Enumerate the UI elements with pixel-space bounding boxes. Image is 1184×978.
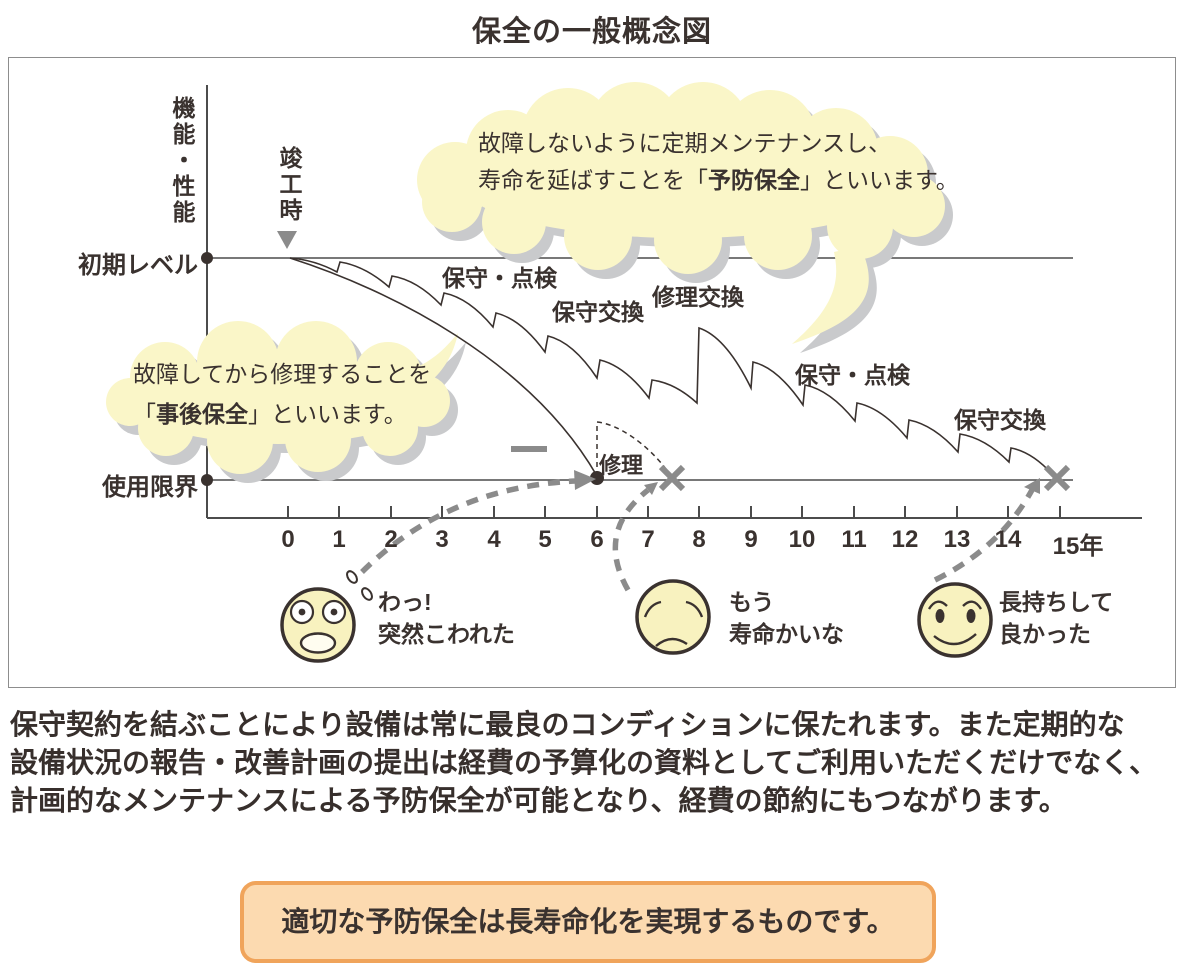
bubble-bold-term: 事後保全 [156,401,248,427]
bubble-bold-term: 予防保全 [708,167,800,193]
bubble-line: 」といいます。 [800,167,959,193]
curve-label-repair-replacement: 修理交換 [652,284,744,310]
usage-limit-label: 使用限界 [102,474,198,501]
repair-label: 修理 [599,453,644,478]
repair-dashed-curve [596,421,670,476]
eye-icon [966,609,976,623]
x-mark-icon [1043,464,1071,492]
guide-arrows [360,478,1035,592]
eyebrow-icon [927,600,983,610]
page-title: 保全の一般概念図 [471,16,712,48]
x-tick-15: 15年 [1052,533,1104,560]
x-tick-9: 9 [744,526,758,553]
bubble-breakdown-text: 故障してから修理することを 「事後保全」といいます。 [133,354,431,434]
caption-surprised: わっ! 突然こわれた [378,586,515,650]
caption-sad: もう 寿命かいな [729,586,844,650]
axis-ticks [287,506,1061,517]
x-tick-6: 6 [590,526,604,553]
x-tick-11: 11 [841,526,867,553]
caption-happy: 長持ちして 良かった [999,586,1113,650]
x-tick-14: 14 [994,526,1022,553]
bubble-line: 故障してから修理することを [133,361,432,387]
face-happy [917,582,993,658]
y-axis-label: 機能・性能 [169,96,195,226]
open-mouth-icon [299,632,337,654]
curve-label-inspection-1: 保守・点検 [442,265,557,291]
closed-eye-icon [643,600,662,618]
caption-line: 長持ちして [999,589,1114,615]
arrow-broke-suddenly [360,478,577,574]
curve-label-inspection-2: 保守・点検 [795,362,910,388]
curve-label-replacement-2: 保守交換 [954,407,1046,433]
frown-mouth-icon [655,637,688,647]
body-line: 設備状況の報告・改善計画の提出は経費の予算化の資料としてご利用いただくだけでなく… [10,747,1158,778]
sweat-drop-icon [346,570,358,584]
bubble-line: 「 [133,401,156,427]
x-tick-13: 13 [943,526,971,553]
completion-triangle-icon [277,231,297,249]
bubble-line: 故障しないように定期メンテナンスし、 [478,130,892,156]
x-tick-3: 3 [435,526,449,553]
speech-bubble-preventive [417,82,953,353]
x-tick-8: 8 [692,526,706,553]
breakdown-curve [289,257,598,477]
caption-line: わっ! [378,589,432,615]
caption-line: 突然こわれた [378,621,515,647]
eye-icon [935,609,945,623]
x-tick-0: 0 [281,526,295,553]
caption-line: 寿命かいな [729,621,844,647]
arrow-long-lasting [933,488,1035,583]
highlight-text: 適切な予防保全は長寿命化を実現するものです。 [281,906,895,937]
x-tick-10: 10 [788,526,816,553]
bubble-line: 」といいます。 [248,401,407,427]
closed-eye-icon [685,600,704,618]
arrowhead-icon [644,482,658,495]
failure-x-marks [511,446,1071,492]
initial-level-label: 初期レベル [78,252,198,279]
x-tick-1: 1 [332,526,346,553]
usage-limit-dot [201,474,213,486]
face-sad [635,579,711,655]
x-tick-5: 5 [538,526,552,553]
face-surprised [280,570,373,663]
x-tick-2: 2 [384,526,398,553]
body-line: 保守契約を結ぶことにより設備は常に最良のコンディションに保たれます。また定期的な [10,709,1125,740]
arrowhead-icon [574,470,596,490]
x-tick-7: 7 [641,526,655,553]
smile-mouth-icon [933,633,977,646]
arrowheads [574,470,1040,495]
bubble-preventive-text: 故障しないように定期メンテナンスし、 寿命を延ばすことを「予防保全」といいます。 [478,125,959,199]
caption-line: 良かった [999,621,1091,647]
highlight-box: 適切な予防保全は長寿命化を実現するものです。 [240,881,936,963]
initial-level-dot [201,252,213,264]
caption-line: もう [729,589,775,615]
completion-label: 竣工時 [276,146,302,224]
body-line: 計画的なメンテナンスによる予防保全が可能となり、経費の節約にもつながります。 [10,785,1067,816]
repair-dot [590,471,604,485]
body-paragraph: 保守契約を結ぶことにより設備は常に最良のコンディションに保たれます。また定期的な… [10,706,1184,820]
bubble-line: 寿命を延ばすことを「 [478,167,708,193]
x-mark-icon [658,464,686,492]
x-tick-4: 4 [487,526,501,553]
arrowhead-icon [1024,478,1040,494]
curve-label-replacement-1: 保守交換 [552,299,644,325]
preventive-curve [289,257,1053,475]
x-tick-12: 12 [891,526,919,553]
sweat-drop-icon [361,587,373,601]
